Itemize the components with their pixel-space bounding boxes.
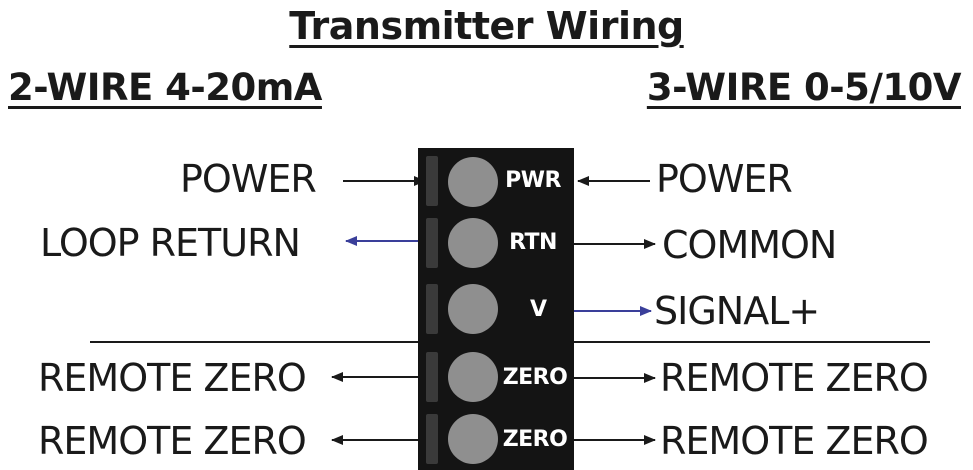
terminal-slot <box>426 156 438 206</box>
right-label-remote-zero-2: REMOTE ZERO <box>660 419 929 463</box>
terminal-label-v: V <box>530 297 547 322</box>
terminal-screw-zero-2 <box>448 414 498 464</box>
right-label-power: POWER <box>656 157 793 201</box>
two-wire-heading: 2-WIRE 4-20mA <box>8 66 322 109</box>
terminal-block: PWR RTN V ZERO ZERO <box>418 148 574 470</box>
three-wire-heading: 3-WIRE 0-5/10V <box>646 66 962 109</box>
terminal-slot <box>426 218 438 268</box>
right-label-common: COMMON <box>662 223 837 267</box>
terminal-slot <box>426 284 438 334</box>
left-label-remote-zero-2: REMOTE ZERO <box>38 419 307 463</box>
left-label-power: POWER <box>180 157 317 201</box>
terminal-screw-v <box>448 284 498 334</box>
terminal-screw-zero-1 <box>448 352 498 402</box>
terminal-label-zero-2: ZERO <box>502 427 568 452</box>
terminal-label-pwr: PWR <box>505 168 561 193</box>
left-label-remote-zero-1: REMOTE ZERO <box>38 356 307 400</box>
terminal-screw-rtn <box>448 218 498 268</box>
terminal-label-rtn: RTN <box>509 230 557 255</box>
terminal-slot <box>426 352 438 402</box>
diagram-title: Transmitter Wiring <box>289 4 684 48</box>
right-label-remote-zero-1: REMOTE ZERO <box>660 356 929 400</box>
right-label-signal: SIGNAL+ <box>654 289 820 333</box>
terminal-slot <box>426 414 438 464</box>
left-label-loop-return: LOOP RETURN <box>40 221 301 265</box>
terminal-screw-pwr <box>448 157 498 207</box>
terminal-label-zero-1: ZERO <box>502 365 568 390</box>
